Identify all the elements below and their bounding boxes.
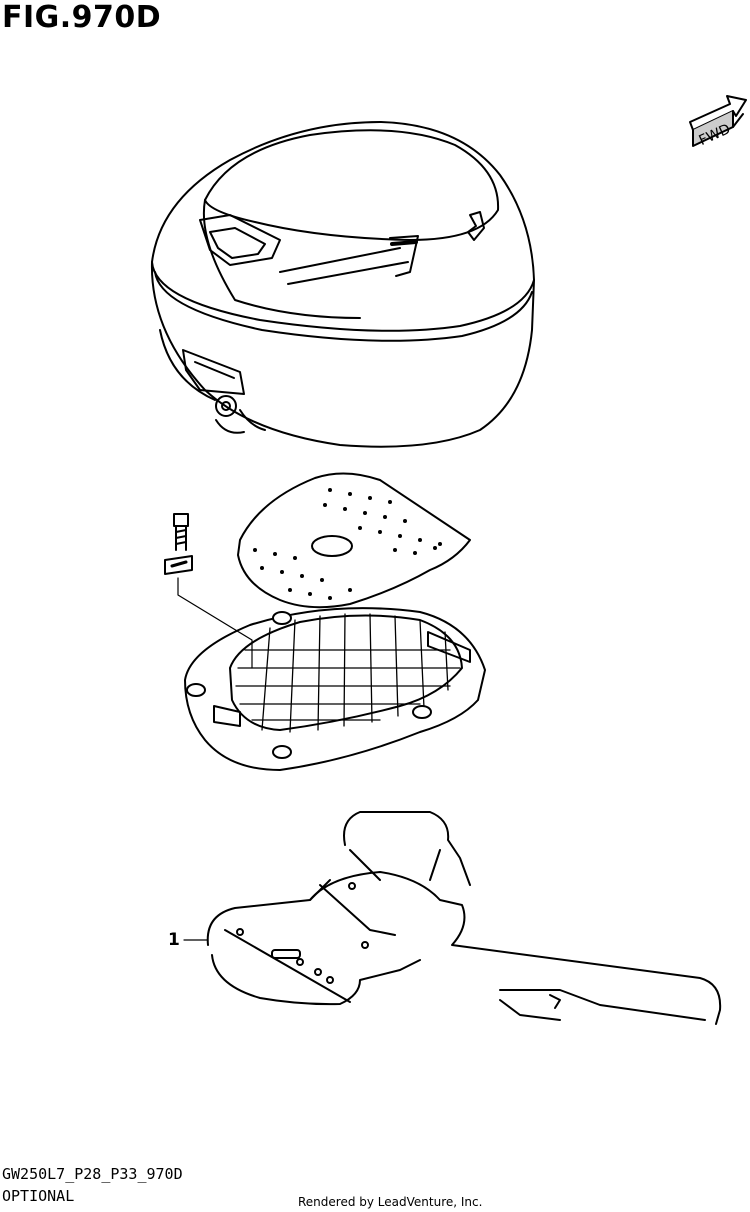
base-plate: [184, 607, 486, 771]
category-label: OPTIONAL: [2, 1187, 75, 1205]
carrier-rack: [206, 811, 722, 1025]
bolt: [173, 513, 189, 551]
rendered-by-credit: Rendered by LeadVenture, Inc.: [298, 1195, 483, 1209]
washer: [164, 555, 193, 575]
figure-title: FIG.970D: [2, 0, 162, 35]
fwd-arrow-icon: FWD: [689, 95, 747, 149]
top-case: [150, 121, 535, 448]
rubber-pad: [237, 472, 471, 609]
model-code: GW250L7_P28_P33_970D: [2, 1165, 183, 1183]
callout-number: 1: [168, 930, 180, 950]
